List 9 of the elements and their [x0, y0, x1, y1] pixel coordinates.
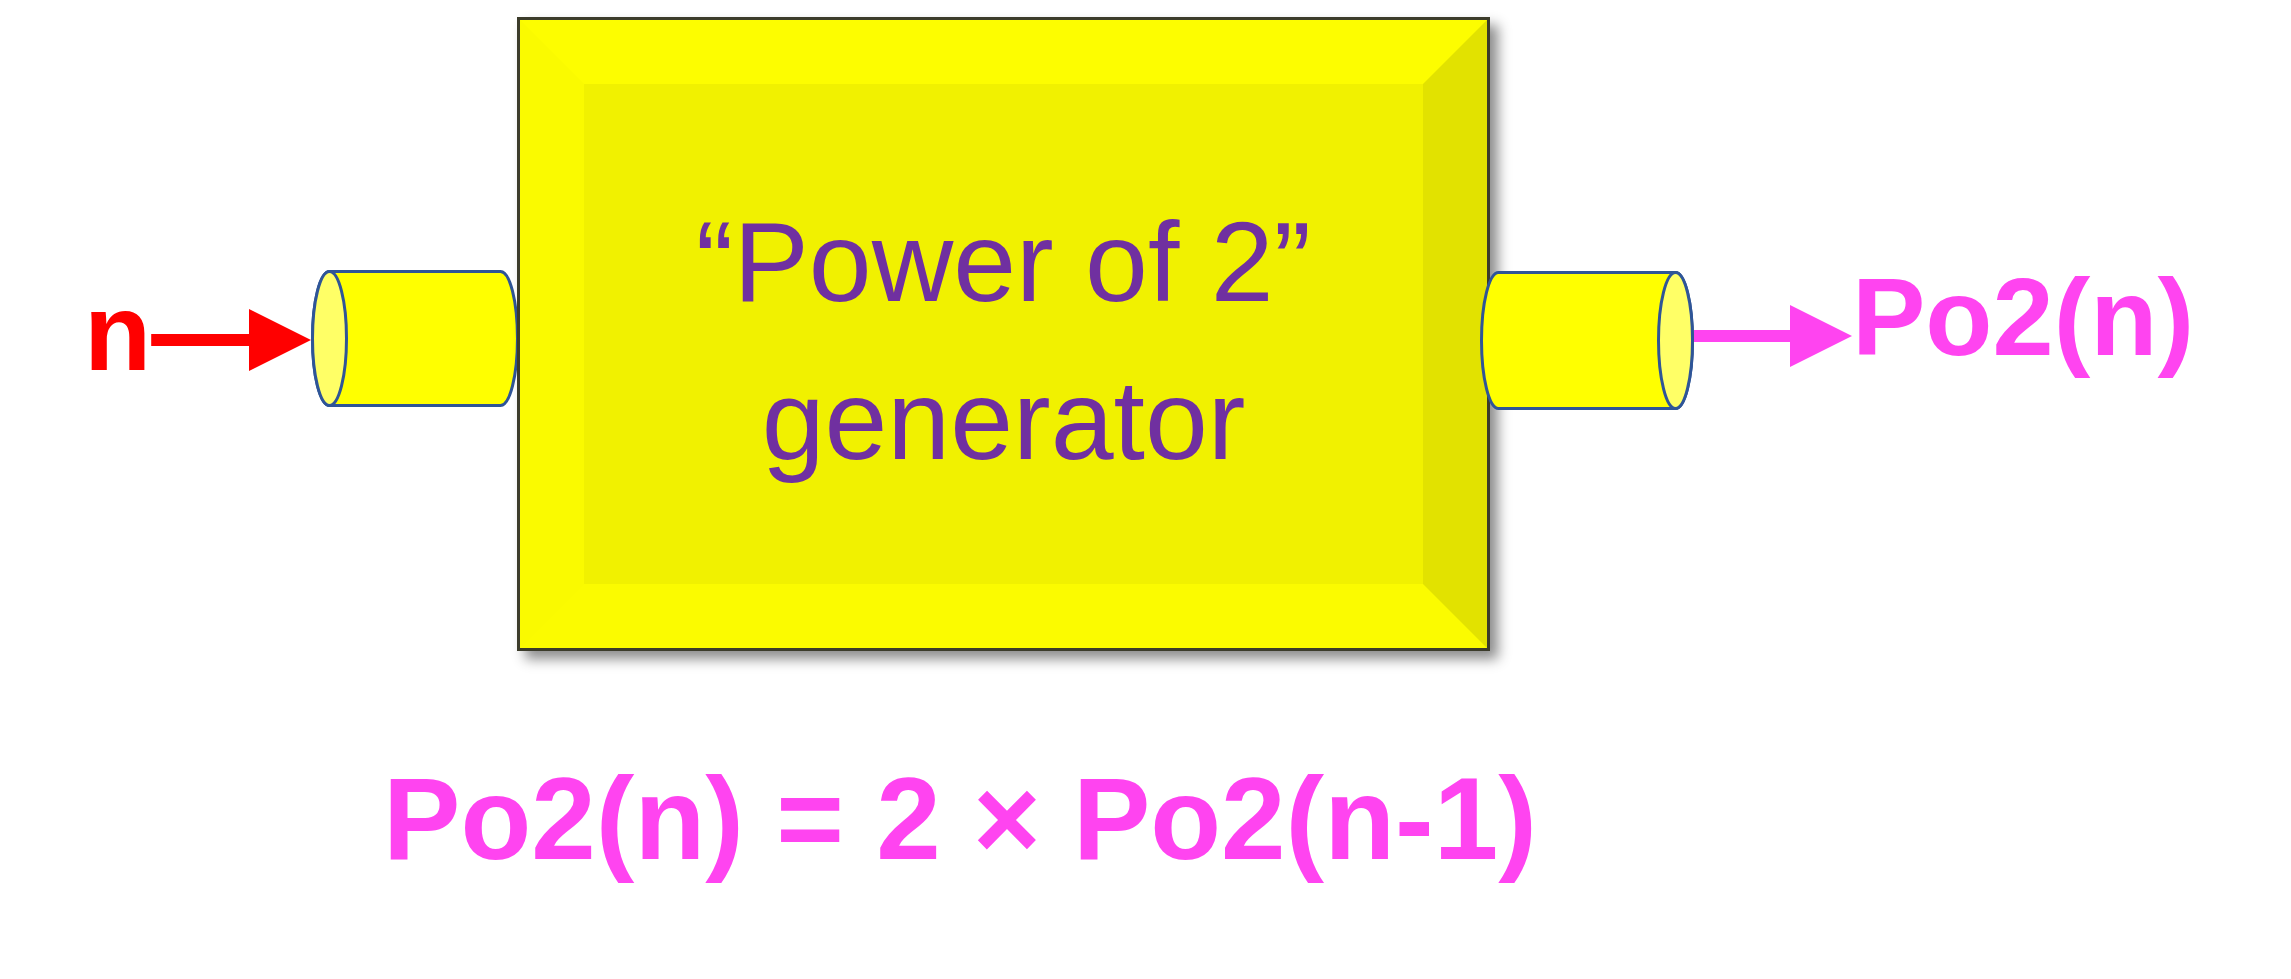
- formula-text: Po2(n) = 2 × Po2(n-1): [383, 753, 1537, 886]
- input-label: n: [84, 266, 152, 398]
- arrow: [1694, 305, 1852, 367]
- generator-box: [517, 17, 1490, 651]
- arrow: [151, 309, 311, 371]
- cylinder: [1480, 271, 1694, 410]
- box-label: “Power of 2” generator: [694, 198, 1313, 485]
- cylinder: [311, 270, 519, 407]
- output-label: Po2(n): [1852, 251, 2195, 383]
